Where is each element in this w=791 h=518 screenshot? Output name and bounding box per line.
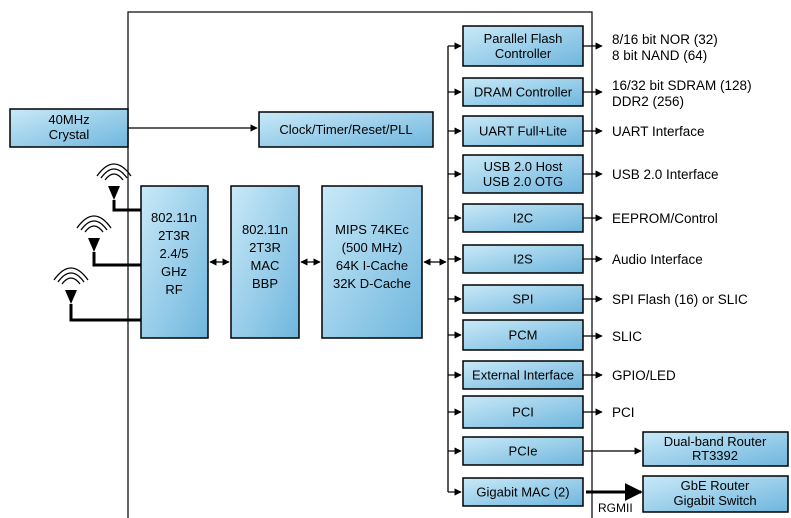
peripheral-usb-output-label: USB 2.0 Interface (612, 167, 719, 182)
peripheral-pci-block: PCI PCI (448, 395, 635, 429)
rf-line-1: 802.11n (151, 210, 197, 225)
peripheral-pci-output-label: PCI (612, 405, 635, 420)
cpu-block: MIPS 74KEc (500 MHz) 64K I-Cache 32K D-C… (321, 185, 423, 339)
cpu-line-3: 64K I-Cache (336, 258, 408, 273)
clock-block: Clock/Timer/Reset/PLL (258, 111, 434, 148)
peripheral-i2c-block: I2C EEPROM/Control (448, 203, 718, 233)
rf-line-2: 2T3R (158, 228, 190, 243)
gbe-router-line-2: Gigabit Switch (673, 493, 756, 508)
peripheral-spi-block: SPI SPI Flash (16) or SLIC (448, 284, 748, 314)
mac-line-4: BBP (252, 276, 278, 291)
dual-band-line-1: Dual-band Router (664, 434, 767, 449)
mac-line-1: 802.11n (242, 222, 288, 237)
peripheral-ext-output-label: GPIO/LED (612, 368, 676, 383)
chip-boundary (127, 11, 593, 518)
peripheral-i2s-output-label: Audio Interface (612, 252, 703, 267)
cpu-line-2: (500 MHz) (342, 240, 403, 255)
crystal-block: 40MHz Crystal (9, 108, 129, 148)
rf-line-5: RF (165, 282, 182, 297)
mac-block: 802.11n 2T3R MAC BBP (230, 185, 300, 339)
peripheral-usb-label: USB 2.0 Host (484, 159, 563, 174)
rf-line-3: 2.4/5 (160, 246, 189, 261)
peripheral-pcm-label: PCM (509, 328, 538, 343)
peripheral-gbe-block: Gigabit MAC (2) (448, 477, 584, 507)
peripheral-flash-output-label: 8 bit NAND (64) (612, 48, 707, 63)
cpu-line-4: 32K D-Cache (333, 276, 411, 291)
peripheral-i2s-label: I2S (513, 252, 533, 267)
peripheral-uart-label: UART Full+Lite (479, 124, 567, 139)
antenna-icon (76, 215, 141, 267)
peripheral-dram-label: DRAM Controller (474, 85, 573, 100)
peripheral-usb-label: USB 2.0 OTG (483, 174, 563, 189)
crystal-line-2: Crystal (49, 127, 90, 142)
peripheral-i2c-label: I2C (513, 211, 533, 226)
peripheral-flash-label: Parallel Flash (484, 31, 563, 46)
peripheral-flash-output-label: 8/16 bit NOR (32) (612, 32, 718, 47)
rgmii-label: RGMII (598, 501, 633, 515)
peripheral-uart-output-label: UART Interface (612, 124, 705, 139)
peripheral-dram-output-label: 16/32 bit SDRAM (128) (612, 78, 752, 93)
gbe-router-block: GbE Router Gigabit Switch (642, 475, 789, 513)
mac-line-2: 2T3R (249, 240, 281, 255)
peripheral-flash-label: Controller (495, 46, 552, 61)
cpu-line-1: MIPS 74KEc (335, 222, 409, 237)
peripheral-pci-label: PCI (512, 405, 534, 420)
peripheral-pcm-output-label: SLIC (612, 329, 642, 344)
crystal-line-1: 40MHz (48, 112, 89, 127)
peripheral-i2s-block: I2S Audio Interface (448, 244, 703, 274)
peripheral-gbe-label: Gigabit MAC (2) (476, 485, 569, 500)
peripheral-pcm-block: PCM SLIC (448, 319, 642, 351)
clock-label: Clock/Timer/Reset/PLL (279, 122, 412, 137)
dual-band-router-block: Dual-band Router RT3392 (642, 431, 789, 467)
peripheral-uart-block: UART Full+Lite UART Interface (448, 115, 705, 147)
dual-band-line-2: RT3392 (692, 448, 738, 463)
peripheral-ext-label: External Interface (472, 368, 574, 383)
antenna-icon (53, 267, 141, 322)
mac-line-3: MAC (251, 258, 280, 273)
peripheral-ext-block: External Interface GPIO/LED (448, 360, 676, 390)
peripheral-dram-output-label: DDR2 (256) (612, 94, 684, 109)
peripheral-pcie-block: PCIe (448, 436, 584, 466)
antenna-icon (96, 163, 141, 212)
peripheral-dram-block: DRAM Controller 16/32 bit SDRAM (128)DDR2… (448, 77, 752, 109)
peripheral-pcie-label: PCIe (509, 444, 538, 459)
peripheral-spi-label: SPI (513, 292, 534, 307)
gbe-router-line-1: GbE Router (681, 478, 750, 493)
rf-line-4: GHz (161, 264, 187, 279)
peripheral-spi-output-label: SPI Flash (16) or SLIC (612, 292, 748, 307)
peripheral-i2c-output-label: EEPROM/Control (612, 211, 718, 226)
rf-block: 802.11n 2T3R 2.4/5 GHz RF (140, 185, 209, 339)
